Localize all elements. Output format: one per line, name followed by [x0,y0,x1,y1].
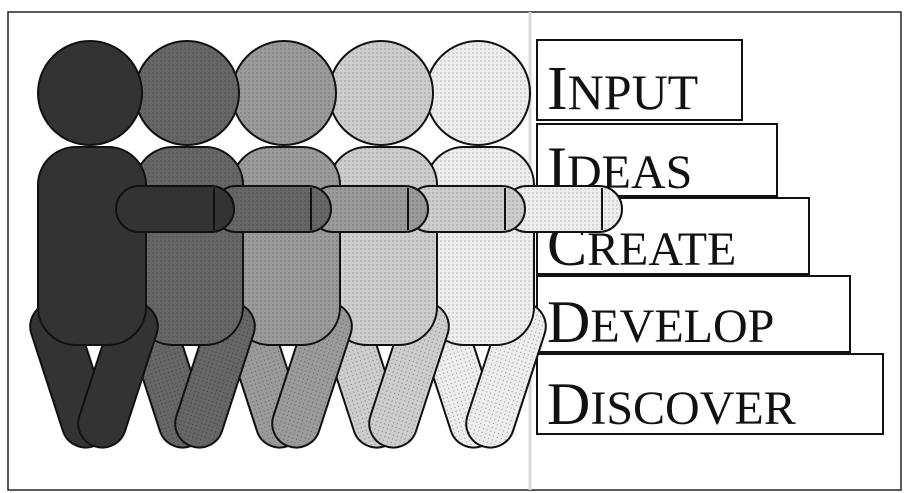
label-boxes: INPUT IDEAS CREATE DEVELOP [537,40,883,437]
label-box-discover: DISCOVER [537,354,883,437]
figure-texture [232,41,336,145]
label-discover-rest: ISCOVER [590,382,795,435]
figure-head [38,41,142,145]
label-input-initial: I [547,55,568,123]
figure-texture [135,41,239,145]
label-discover-initial: D [547,371,590,437]
svg-text:INPUT: INPUT [547,55,698,123]
label-develop-rest: EVELOP [590,300,774,353]
figure-texture [426,41,530,145]
figure-torso [38,147,146,345]
label-create-rest: REATE [587,223,736,276]
label-box-develop: DEVELOP [537,276,850,355]
label-input-rest: NPUT [568,64,699,120]
label-box-input: INPUT [537,40,742,123]
figure-texture [329,41,433,145]
label-develop-initial: D [547,289,590,355]
figure-arm [116,186,234,232]
figures-group [24,41,622,454]
